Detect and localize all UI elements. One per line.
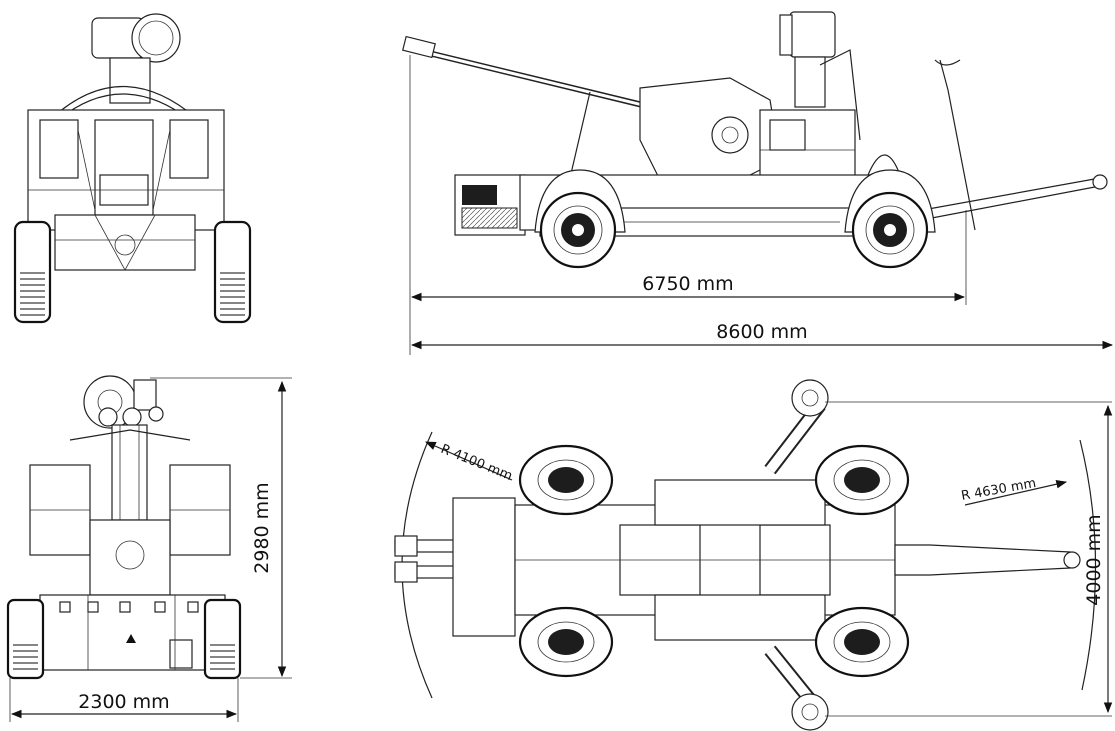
dimension-turning-width: 4000 mm xyxy=(1083,404,1113,714)
dimension-label-r4100: R 4100 mm xyxy=(439,442,515,484)
top-view xyxy=(394,379,1112,731)
dimension-radius-rear: R 4100 mm xyxy=(425,441,515,484)
top-wheel-2 xyxy=(518,606,614,678)
dimension-radius-front: R 4630 mm xyxy=(960,476,1068,506)
dimension-height: 2980 mm xyxy=(251,380,287,678)
front-view xyxy=(13,13,252,324)
dimension-label-6750: 6750 mm xyxy=(642,273,733,295)
top-wheel-1 xyxy=(518,444,614,516)
dimension-label-8600: 8600 mm xyxy=(716,321,807,343)
dimension-label-2980: 2980 mm xyxy=(251,482,273,573)
dimension-label-4000: 4000 mm xyxy=(1083,514,1105,605)
dimension-label-2300: 2300 mm xyxy=(78,691,169,713)
side-wheel-rear xyxy=(844,169,936,269)
dimension-wheelbase: 6750 mm xyxy=(410,273,966,302)
side-wheel-front xyxy=(534,169,626,269)
dimension-width: 2300 mm xyxy=(10,691,238,719)
rear-view xyxy=(6,375,292,722)
side-view xyxy=(402,11,1108,355)
dimension-overall-length: 8600 mm xyxy=(410,321,1114,350)
top-wheel-3 xyxy=(814,444,910,516)
top-wheel-4 xyxy=(814,606,910,678)
dimension-label-r4630: R 4630 mm xyxy=(960,476,1037,504)
